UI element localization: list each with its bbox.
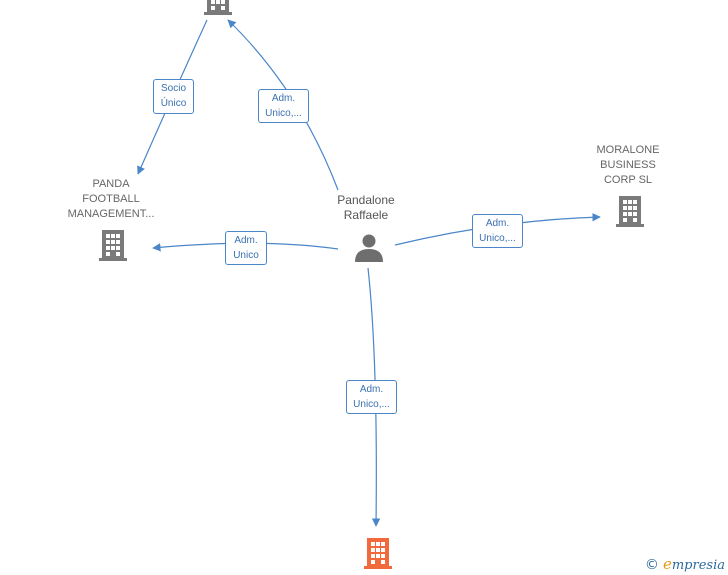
edge-label-adm-panda-line-2: Unico [233,250,259,261]
panda-label-line-3: MANAGEMENT... [67,208,155,220]
top-company-building-icon[interactable] [204,0,232,15]
edge-adm-bottom [367,267,381,527]
panda-label[interactable]: PANDA FOOTBALL MANAGEMENT... [56,177,166,222]
person-label-line-2: Raffaele [343,208,389,222]
moralone-label-line-1: MORALONE [596,144,660,156]
edge-label-adm-moralone-line-2: Unico,... [479,233,516,244]
moralone-label-line-2: BUSINESS [600,159,656,171]
edge-label-adm-moralone[interactable]: Adm. Unico,... [472,214,523,248]
edge-label-socio-unico-line-2: Único [160,98,187,109]
copyright-symbol: © [644,557,659,573]
edge-label-adm-top-line-2: Unico,... [265,108,302,119]
bottom-company-building-icon[interactable] [364,538,392,569]
panda-label-line-2: FOOTBALL [82,193,140,205]
edge-label-adm-bottom[interactable]: Adm. Unico,... [346,380,397,414]
panda-building-icon[interactable] [99,230,127,261]
edge-label-adm-moralone-line-1: Adm. [485,218,510,229]
edge-label-adm-bottom-line-1: Adm. [359,384,384,395]
edge-label-adm-top-line-1: Adm. [271,93,296,104]
moralone-label-line-3: CORP SL [603,174,653,186]
panda-label-line-1: PANDA [92,178,130,190]
edge-label-socio-unico[interactable]: Socio Único [153,79,194,114]
person-label[interactable]: Pandalone Raffaele [316,193,416,223]
brand-rest: mpresia [671,558,725,573]
moralone-label[interactable]: MORALONE BUSINESS CORP SL [578,143,678,188]
edge-label-adm-panda[interactable]: Adm. Unico [225,231,267,265]
empresia-logo: © empresia [645,555,725,573]
edge-label-socio-unico-line-1: Socio [160,83,186,94]
edge-label-adm-panda-line-1: Adm. [234,235,258,246]
edge-label-adm-bottom-line-2: Unico,... [353,399,390,410]
edge-label-adm-top[interactable]: Adm. Unico,... [258,89,309,123]
person-icon[interactable] [355,234,383,263]
brand-initial: e [662,555,672,573]
moralone-building-icon[interactable] [616,196,644,227]
person-label-line-1: Pandalone [337,193,395,207]
